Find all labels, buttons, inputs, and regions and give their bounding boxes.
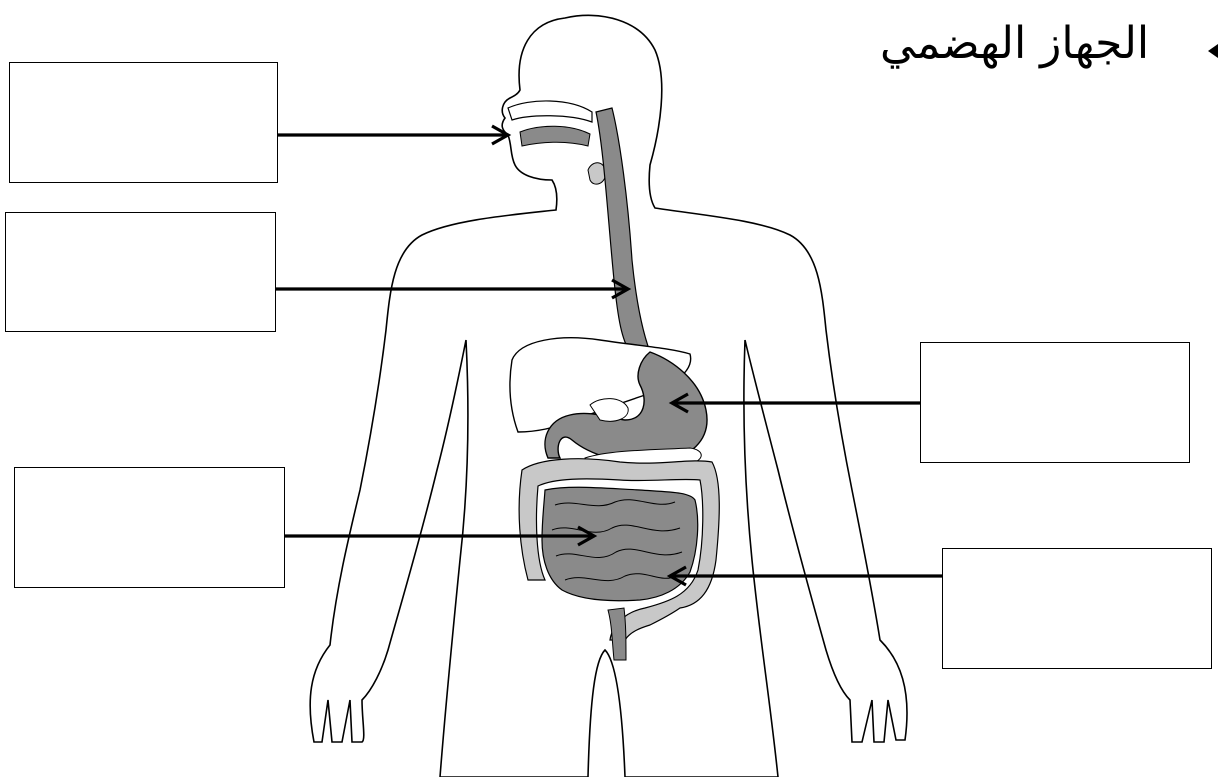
label-box-esophagus[interactable]	[5, 212, 276, 332]
label-box-large-intestine[interactable]	[942, 548, 1212, 669]
diagram-title: الجهاز الهضمي	[880, 18, 1210, 69]
bullet-arrow-icon	[1208, 44, 1218, 58]
label-box-stomach[interactable]	[920, 342, 1190, 463]
small-intestine	[542, 487, 698, 600]
label-box-mouth[interactable]	[9, 62, 278, 183]
label-box-small-intestine[interactable]	[14, 467, 285, 588]
